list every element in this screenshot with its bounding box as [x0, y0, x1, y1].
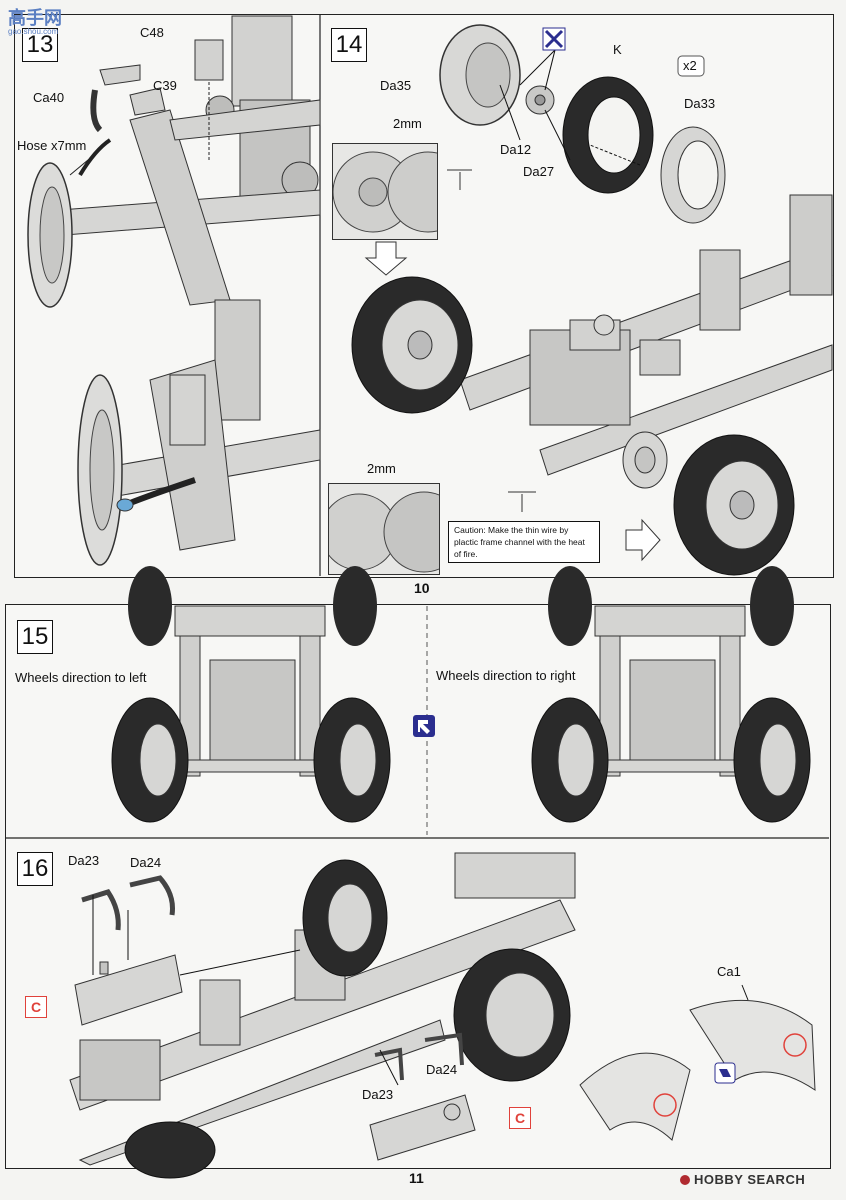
step-13-number: 13 [22, 28, 58, 62]
watermark-bottom: gao.shou.com [8, 27, 59, 36]
badge-c-left: C [25, 996, 47, 1018]
label-da27: Da27 [523, 164, 555, 179]
label-c48: C48 [140, 25, 164, 40]
label-da33: Da33 [684, 96, 716, 111]
caution-note: Caution: Make the thin wire by plactic f… [448, 521, 600, 563]
label-2mm-top: 2mm [393, 116, 422, 131]
page-number-10: 10 [414, 580, 430, 596]
label-k: K [613, 42, 622, 57]
label-hose: Hose x7mm [17, 138, 87, 153]
brand-logo-icon [680, 1174, 690, 1185]
label-ca40: Ca40 [33, 90, 65, 105]
label-da23-bottom: Da23 [362, 1087, 394, 1102]
label-wheels-right: Wheels direction to right [436, 668, 576, 683]
badge-c-right: C [509, 1107, 531, 1129]
label-da24-top: Da24 [130, 855, 162, 870]
step-15-number: 15 [17, 620, 53, 654]
label-da35: Da35 [380, 78, 412, 93]
label-da12: Da12 [500, 142, 532, 157]
label-ca1: Ca1 [717, 964, 741, 979]
footer-brand: HOBBY SEARCH [680, 1172, 805, 1187]
detail-inset-top [332, 143, 438, 240]
watermark-top: 高手网 [8, 8, 62, 28]
detail-inset-bottom [328, 483, 440, 575]
brand-name: HOBBY SEARCH [694, 1172, 806, 1187]
label-wheels-left: Wheels direction to left [15, 670, 147, 685]
page-number-11: 11 [409, 1170, 424, 1186]
label-x2: x2 [683, 58, 697, 73]
step-14-number: 14 [331, 28, 367, 62]
step-16-number: 16 [17, 852, 53, 886]
label-da23-top: Da23 [68, 853, 100, 868]
label-c39: C39 [153, 78, 177, 93]
label-2mm-bottom: 2mm [367, 461, 396, 476]
label-da24-bottom: Da24 [426, 1062, 458, 1077]
